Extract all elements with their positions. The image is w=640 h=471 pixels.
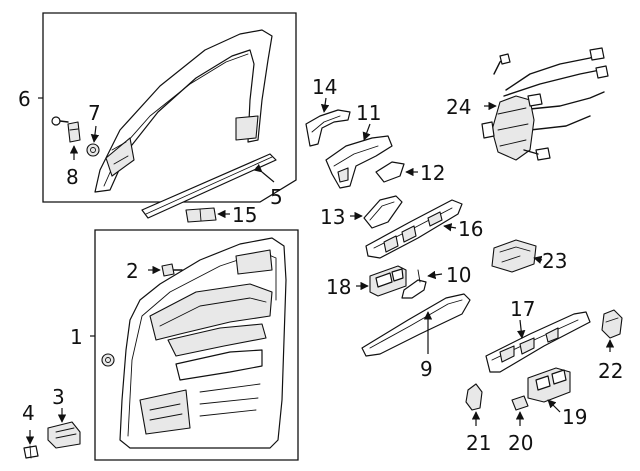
callout-8: 8 <box>66 165 79 189</box>
callout-22: 22 <box>598 359 623 383</box>
callout-10: 10 <box>446 263 471 287</box>
callout-11: 11 <box>356 101 381 125</box>
belt-moulding <box>141 153 277 219</box>
callout-labels: 1 2 3 4 5 6 7 8 9 10 11 12 13 14 15 16 1… <box>18 75 623 455</box>
grommet-7 <box>86 125 100 157</box>
group-box-6 <box>38 12 297 203</box>
callout-14: 14 <box>312 75 337 99</box>
callout-19: 19 <box>562 405 587 429</box>
group-box-1 <box>90 229 299 461</box>
bulb-4 <box>23 430 39 459</box>
callout-3: 3 <box>52 385 65 409</box>
panel-clip <box>101 353 115 367</box>
callout-9: 9 <box>420 357 433 381</box>
callout-1: 1 <box>70 325 83 349</box>
callout-12: 12 <box>420 161 445 185</box>
callout-17: 17 <box>510 297 535 321</box>
switch-panel-16 <box>365 199 463 259</box>
clip-15 <box>185 207 230 223</box>
armrest-9 <box>361 293 471 357</box>
trim-12 <box>375 161 418 183</box>
callout-23: 23 <box>542 249 567 273</box>
cover-11 <box>325 123 393 189</box>
master-switch-19 <box>527 367 571 413</box>
callout-4: 4 <box>22 401 35 425</box>
screw-2 <box>148 263 183 277</box>
callout-24: 24 <box>446 95 471 119</box>
callout-7: 7 <box>88 101 101 125</box>
callout-16: 16 <box>458 217 483 241</box>
bracket-14 <box>305 97 351 147</box>
frame-13 <box>350 195 403 229</box>
callout-20: 20 <box>508 431 533 455</box>
door-glass-sash <box>94 29 273 193</box>
bracket-8 <box>51 116 81 160</box>
callout-21: 21 <box>466 431 491 455</box>
callout-2: 2 <box>126 259 139 283</box>
clip-21 <box>465 383 483 426</box>
window-switch-18 <box>356 265 407 297</box>
bezel-17 <box>485 311 591 373</box>
bracket-10 <box>401 269 443 299</box>
callout-15: 15 <box>232 203 257 227</box>
callout-18: 18 <box>326 275 351 299</box>
switch-20 <box>511 395 529 426</box>
callout-13: 13 <box>320 205 345 229</box>
callout-5: 5 <box>270 185 283 209</box>
door-trim-panel <box>119 237 287 449</box>
connector-3 <box>47 408 81 449</box>
callout-6: 6 <box>18 87 31 111</box>
module-23 <box>491 239 543 273</box>
trim-22 <box>601 309 623 352</box>
wiring-harness-24 <box>481 47 609 161</box>
